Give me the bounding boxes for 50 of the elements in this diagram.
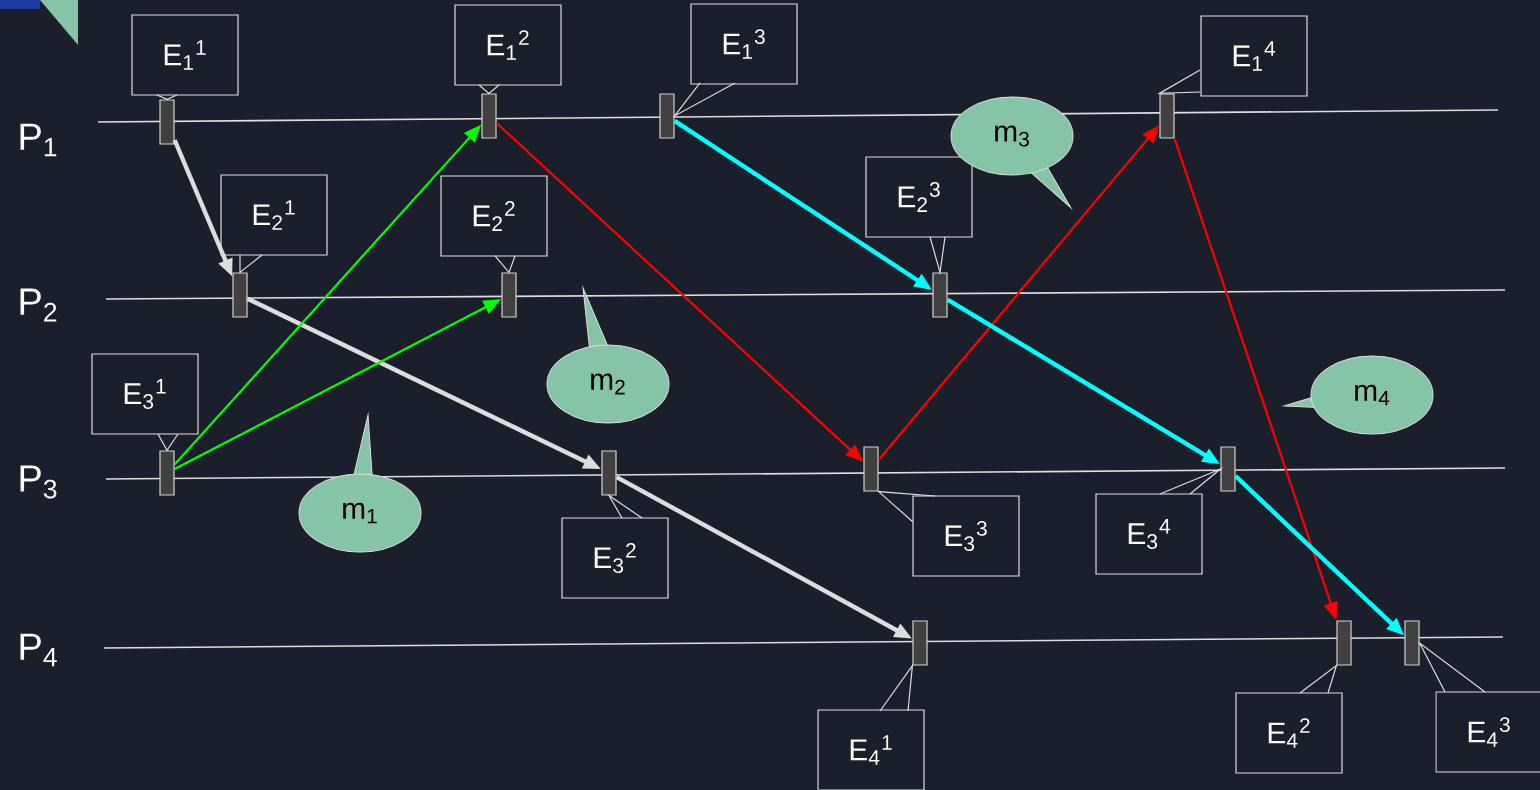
leader-line bbox=[157, 433, 179, 452]
speech-bubble: m$_{2}$ bbox=[546, 287, 670, 424]
callout-box: E$_{3}$2 bbox=[561, 517, 669, 599]
leader-line bbox=[672, 82, 736, 118]
leader-line bbox=[929, 236, 946, 276]
process-label: P$_{2}$ bbox=[20, 288, 57, 322]
leader-line bbox=[876, 490, 936, 523]
callout-box: E$_{1}$2 bbox=[454, 4, 562, 86]
leader-line bbox=[478, 84, 500, 95]
event-bar bbox=[501, 272, 517, 318]
callout-box: E$_{2}$2 bbox=[440, 175, 548, 257]
event-bar bbox=[659, 93, 675, 139]
callout-box: E$_{1}$3 bbox=[690, 3, 798, 85]
callout-box: E$_{3}$3 bbox=[912, 495, 1020, 577]
leader-line bbox=[156, 94, 178, 101]
leader-line bbox=[1157, 69, 1201, 95]
event-bar bbox=[1159, 93, 1175, 139]
leader-line bbox=[1159, 466, 1224, 495]
event-bar bbox=[863, 446, 879, 492]
event-bar bbox=[601, 450, 617, 496]
event-bar bbox=[159, 99, 175, 145]
process-label: P$_{4}$ bbox=[20, 633, 57, 667]
callout-box: E$_{2}$1 bbox=[220, 174, 328, 256]
event-bar bbox=[1220, 446, 1236, 492]
callout-box: E$_{3}$4 bbox=[1095, 493, 1203, 575]
event-bar bbox=[1336, 620, 1352, 666]
callout-box: E$_{4}$2 bbox=[1235, 692, 1343, 774]
callout-box: E$_{3}$1 bbox=[91, 353, 199, 435]
callout-box: E$_{4}$1 bbox=[817, 709, 925, 790]
callout-box: E$_{2}$3 bbox=[865, 156, 973, 238]
event-bar bbox=[912, 620, 928, 666]
event-bar bbox=[159, 450, 175, 496]
process-label: P$_{3}$ bbox=[20, 465, 57, 499]
leader-line bbox=[1299, 664, 1338, 694]
process-label: P$_{1}$ bbox=[20, 123, 57, 157]
leader-line bbox=[494, 255, 516, 274]
speech-bubble: m$_{3}$ bbox=[950, 96, 1074, 209]
event-bar bbox=[481, 93, 497, 139]
event-bar bbox=[932, 272, 948, 318]
speech-bubble: m$_{4}$ bbox=[1283, 355, 1434, 435]
callout-box: E$_{1}$4 bbox=[1200, 15, 1308, 97]
event-bar bbox=[232, 272, 248, 318]
leader-line bbox=[1417, 640, 1486, 693]
leader-line bbox=[607, 493, 643, 519]
callout-box: E$_{4}$3 bbox=[1435, 691, 1540, 773]
speech-bubble: m$_{1}$ bbox=[298, 414, 422, 553]
callout-box: E$_{1}$1 bbox=[131, 14, 239, 96]
leader-line bbox=[239, 254, 263, 274]
leader-line bbox=[879, 663, 914, 712]
event-bar bbox=[1404, 620, 1420, 666]
